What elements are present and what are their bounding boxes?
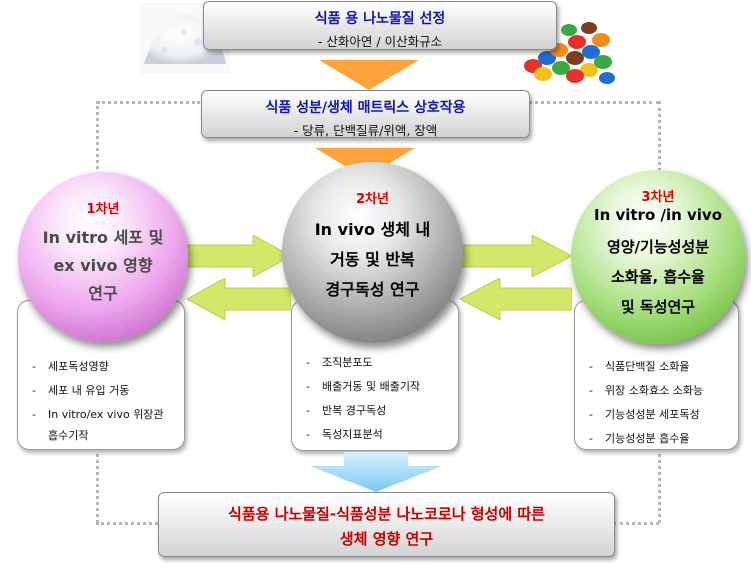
year2-bullet-1: -조직분포도	[306, 356, 373, 369]
year3-line-4: 및 독성연구	[620, 298, 696, 316]
conclusion-line-1: 식품용 나노물질-식품성분 나노코로나 형성에 따른	[228, 505, 545, 523]
loop-line-top-left	[97, 101, 200, 104]
year2-bullet-3: -반복 경구독성	[306, 404, 387, 417]
loop-line-right	[658, 101, 661, 183]
year3-line-1: In vitro /in vivo	[593, 206, 723, 224]
nanomaterial-selection-title: 식품 용 나노물질 선정	[314, 11, 446, 27]
loop-line-top-right	[528, 101, 660, 104]
year3-bullet-2: -위장 소화효소 소화능	[589, 384, 704, 397]
interaction-box: 식품 성분/생체 매트릭스 상호작용 - 당류, 단백질류/위액, 장액	[201, 90, 530, 138]
interaction-subtitle: - 당류, 단백질류/위액, 장액	[293, 123, 438, 138]
loop-line-left	[96, 101, 99, 193]
year2-line-2: 거동 및 반복	[330, 250, 415, 269]
down-arrow-1	[319, 60, 419, 90]
nanomaterial-selection-subtitle: - 산화아연 / 이산화규소	[317, 34, 443, 49]
year2-line-3: 경구독성 연구	[325, 280, 420, 299]
year2-bullet-2: -배출거동 및 배출기작	[306, 380, 421, 393]
year3-line-2: 영양/기능성성분	[606, 238, 710, 256]
loop-line-bottom-right-v	[658, 447, 661, 523]
loop-line-bottom-right-h	[613, 522, 659, 525]
candy-image	[524, 22, 615, 84]
year1-line-2: ex vivo 영향	[53, 256, 153, 275]
year1-bullet-1: -세포독성영향	[32, 360, 109, 373]
conclusion-line-2: 생체 영향 연구	[339, 530, 434, 548]
year1-line-1: In vitro 세포 및	[42, 228, 164, 247]
year1-label: 1차년	[86, 202, 120, 217]
forward-arrow-1	[187, 235, 291, 277]
year3-bullet-3: -기능성성분 세포독성	[589, 408, 700, 421]
year2-line-1: In vivo 생체 내	[314, 220, 431, 239]
year2-sphere: 2차년 In vivo 생체 내 거동 및 반복 경구독성 연구	[282, 162, 463, 343]
backward-arrow-2	[460, 278, 572, 320]
backward-arrow-1	[187, 278, 291, 320]
forward-arrow-2	[460, 235, 572, 277]
year1-bullet-2: -세포 내 유입 거동	[32, 384, 130, 397]
loop-line-bottom-left-h	[96, 522, 158, 525]
year1-sphere: 1차년 In vitro 세포 및 ex vivo 영향 연구	[18, 172, 188, 342]
year1-line-3: 연구	[88, 284, 118, 303]
year1-bullet-3: -In vitro/ex vivo 위장관	[32, 408, 164, 421]
year3-bullet-4: -기능성성분 흡수율	[589, 432, 690, 445]
nanomaterial-selection-box: 식품 용 나노물질 선정 - 산화아연 / 이산화규소	[203, 1, 557, 50]
conclusion-box: 식품용 나노물질-식품성분 나노코로나 형성에 따른 생체 영향 연구	[158, 492, 615, 557]
year3-label: 3차년	[641, 190, 675, 205]
year2-label: 2차년	[356, 192, 389, 207]
down-arrow-3	[310, 452, 442, 492]
year3-line-3: 소화율, 흡수율	[611, 268, 705, 286]
year3-sphere: 3차년 In vitro /in vivo 영양/기능성성분 소화율, 흡수율 …	[571, 170, 745, 344]
year1-bullet-4: 흡수기작	[48, 429, 89, 442]
year3-bullet-1: -식품단백질 소화율	[589, 360, 690, 373]
interaction-title: 식품 성분/생체 매트릭스 상호작용	[265, 100, 466, 116]
year2-bullet-4: -독성지표분석	[306, 428, 383, 441]
loop-line-bottom-left-v	[96, 447, 99, 523]
